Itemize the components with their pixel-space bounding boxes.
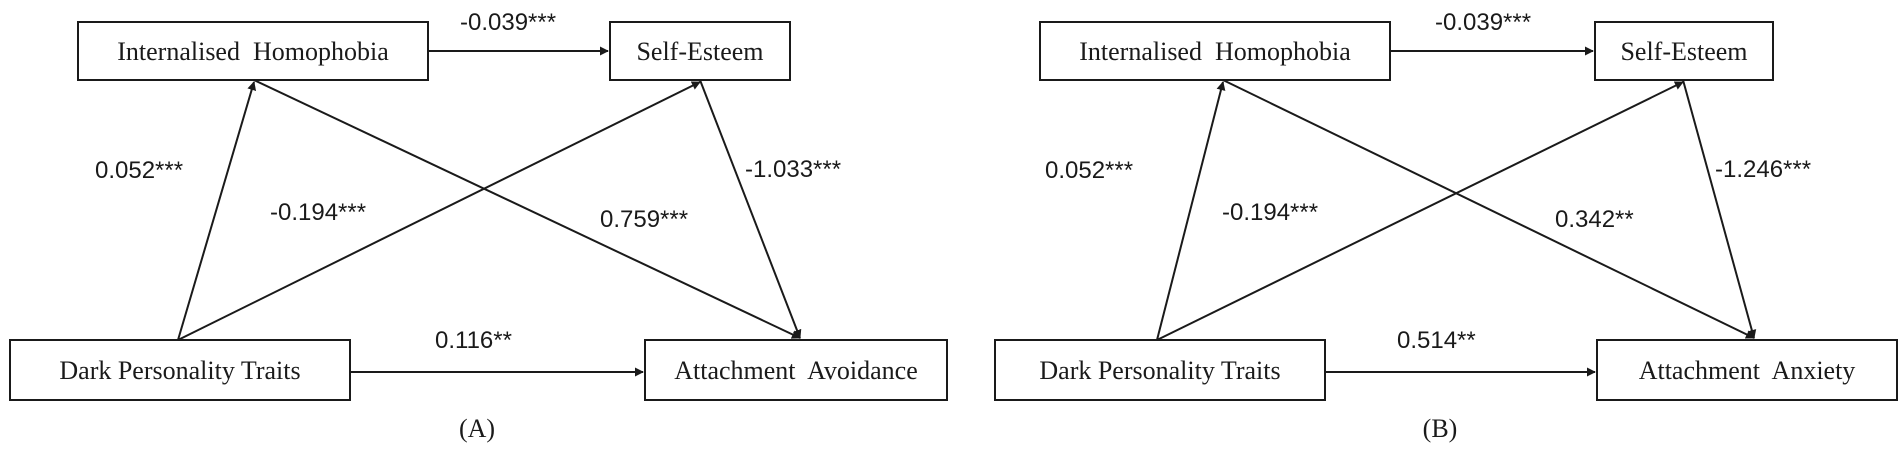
path-dpt-to-ih	[177, 81, 257, 341]
panel-a: Internalised Homophobia Self-Esteem Dark…	[9, 9, 948, 443]
path-se-to-out	[699, 79, 802, 339]
node-label: Self-Esteem	[1620, 37, 1747, 66]
path-dpt-to-se	[1156, 81, 1684, 341]
node-label: Internalised Homophobia	[1079, 37, 1351, 66]
panel-label: (A)	[459, 414, 495, 443]
node-label: Internalised Homophobia	[117, 37, 389, 66]
node-attachment-anxiety: Attachment Anxiety	[1596, 339, 1898, 401]
panel-label: (B)	[1423, 414, 1458, 443]
node-label: Attachment Avoidance	[674, 356, 918, 385]
node-label: Attachment Anxiety	[1639, 356, 1856, 385]
node-internalised-homophobia: Internalised Homophobia	[77, 21, 429, 81]
coef-se-out: -1.033***	[745, 156, 841, 183]
node-dark-personality-traits: Dark Personality Traits	[9, 339, 351, 401]
path-se-to-out	[1682, 79, 1757, 339]
coef-dpt-se: -0.194***	[1222, 199, 1318, 226]
path-ih-to-out	[1222, 79, 1755, 339]
coef-dpt-ih: 0.052***	[1045, 157, 1133, 184]
coef-ih-se: -0.039***	[460, 9, 556, 36]
node-label: Dark Personality Traits	[1039, 356, 1280, 385]
node-self-esteem: Self-Esteem	[609, 21, 791, 81]
coef-dpt-ih: 0.052***	[95, 157, 183, 184]
node-attachment-avoidance: Attachment Avoidance	[644, 339, 948, 401]
coef-se-out: -1.246***	[1715, 156, 1811, 183]
coef-ih-out: 0.342**	[1555, 206, 1634, 233]
coef-dpt-out: 0.116**	[435, 327, 512, 354]
coef-dpt-out: 0.514**	[1397, 327, 1476, 354]
node-self-esteem: Self-Esteem	[1594, 21, 1774, 81]
node-label: Dark Personality Traits	[59, 356, 300, 385]
path-ih-to-out	[253, 79, 801, 339]
node-internalised-homophobia: Internalised Homophobia	[1039, 21, 1391, 81]
coef-dpt-se: -0.194***	[270, 199, 366, 226]
coef-ih-out: 0.759***	[600, 206, 688, 233]
node-label: Self-Esteem	[636, 37, 763, 66]
coef-ih-se: -0.039***	[1435, 9, 1531, 36]
path-dpt-to-se	[177, 81, 701, 341]
node-dark-personality-traits: Dark Personality Traits	[994, 339, 1326, 401]
path-dpt-to-ih	[1156, 81, 1226, 341]
panel-b: Internalised Homophobia Self-Esteem Dark…	[994, 9, 1898, 443]
